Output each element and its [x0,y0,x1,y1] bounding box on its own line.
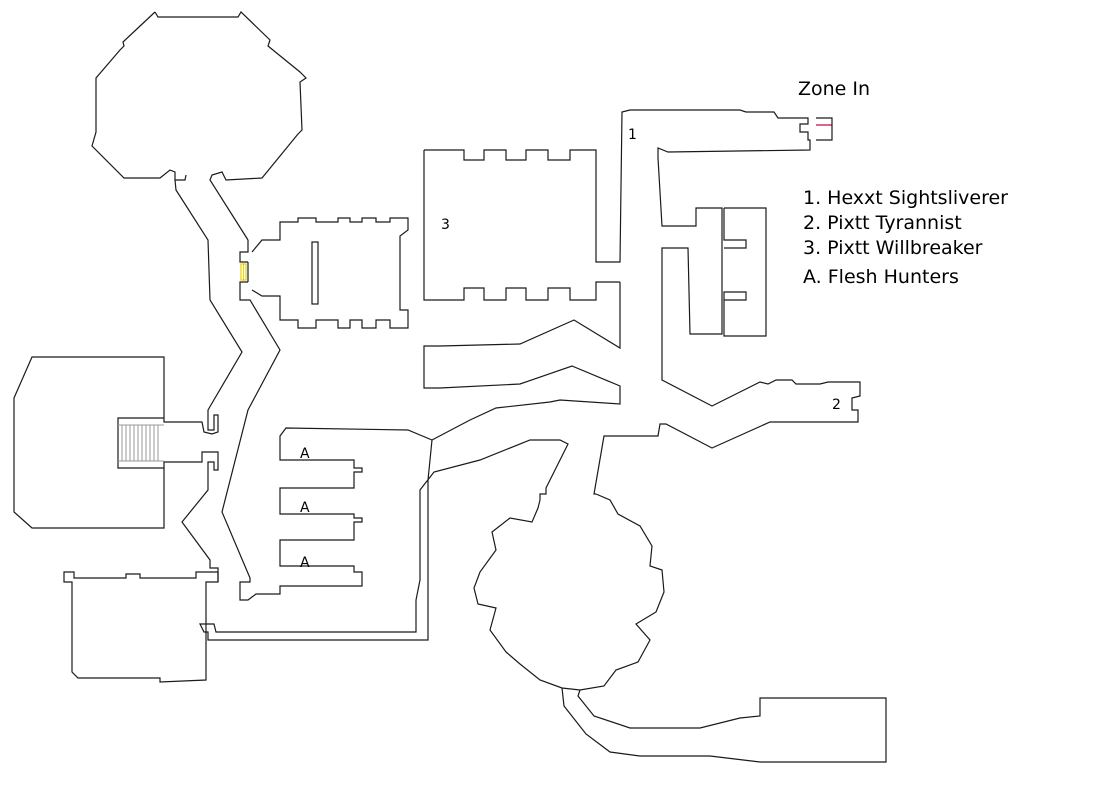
marker-3: 3 [441,217,450,233]
legend-item-2: 2. Pixtt Tyrannist [803,212,962,234]
room-3 [423,109,861,495]
round-room [473,493,665,691]
middle-room [247,217,409,329]
marker-a-2: A [300,500,310,516]
staircase [118,424,164,462]
zone-in-entrance [816,117,833,141]
legend: 1. Hexxt Sightsliverer 2. Pixtt Tyrannis… [803,187,1008,288]
central-corridor-east [221,240,621,601]
south-corridor [199,439,569,641]
south-exit-corridor [561,687,887,763]
marker-2: 2 [832,397,841,413]
marker-1: 1 [628,127,637,143]
door-gate [240,263,247,281]
stair-room-west [13,356,165,529]
east-cross-room [723,207,767,337]
southwest-room [63,571,219,683]
legend-item-a: A. Flesh Hunters [803,266,959,288]
marker-a-3: A [300,555,310,571]
marker-a-1: A [300,446,310,462]
pillar-middle-room [311,241,319,305]
west-corridor [117,179,243,583]
octagon-room-north [91,11,307,241]
legend-item-3: 3. Pixtt Willbreaker [803,237,983,259]
zone-in-label: Zone In [798,78,870,100]
legend-item-1: 1. Hexxt Sightsliverer [803,187,1008,209]
